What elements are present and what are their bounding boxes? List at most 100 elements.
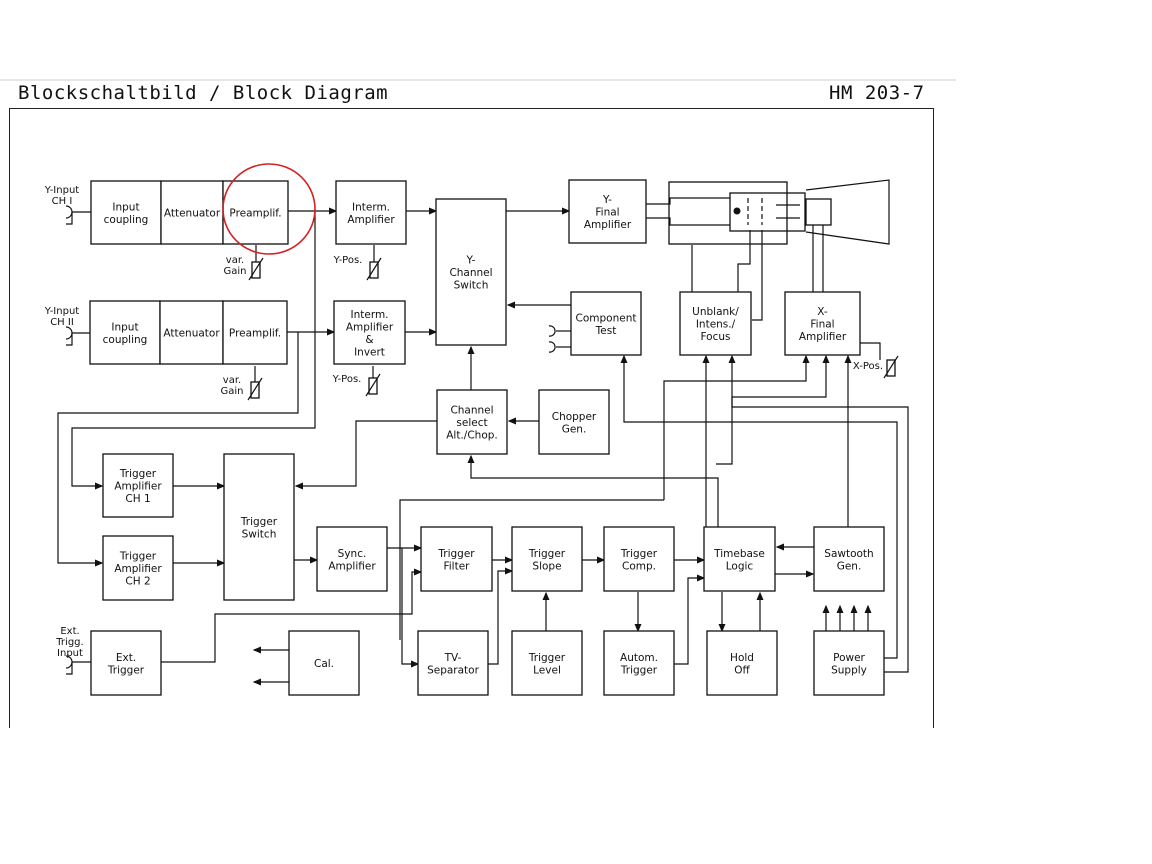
diagram-title: Blockschaltbild / Block Diagram <box>18 82 389 104</box>
block-label: Amplifier <box>114 481 162 493</box>
label-y-pos-2: Y-Pos. <box>332 374 362 385</box>
block-box <box>223 453 295 601</box>
block-label: Comp. <box>622 560 656 572</box>
block-label: Interm. <box>352 201 390 213</box>
block-attenuator-2: Attenuator <box>159 300 224 365</box>
block-label: Gen. <box>837 560 862 572</box>
block-label: Amplifier <box>114 563 162 575</box>
block-label: Amplifier <box>328 560 376 572</box>
block-label: Final <box>810 319 834 331</box>
block-label: Sync. <box>338 548 367 560</box>
label-text: Y-Pos. <box>333 255 363 266</box>
label-text: Y-Input <box>44 185 80 196</box>
block-label: Trigger <box>437 548 475 560</box>
block-label: Preamplif. <box>229 208 281 220</box>
block-label: Switch <box>242 528 277 540</box>
block-label: Trigger <box>528 652 566 664</box>
block-label: Cal. <box>314 658 334 670</box>
block-label: Attenuator <box>164 208 221 220</box>
block-box <box>160 180 224 245</box>
block-box <box>335 180 407 245</box>
block-label: Alt./Chop. <box>446 430 498 442</box>
block-label: Trigger <box>620 664 658 676</box>
top-divider <box>0 79 956 81</box>
block-label: Invert <box>354 346 385 358</box>
block-label: Filter <box>443 560 470 572</box>
block-label: Amplifier <box>799 331 847 343</box>
block-box <box>568 179 647 244</box>
block-box <box>538 389 610 455</box>
signal-wires <box>57 197 909 686</box>
block-ext-trigger: Ext.Trigger <box>90 630 162 696</box>
block-cal: Cal. <box>288 630 360 696</box>
block-label: Trigger <box>119 468 157 480</box>
block-label: Amplifier <box>584 219 632 231</box>
block-label: Supply <box>831 664 867 676</box>
label-text: var. <box>223 375 241 386</box>
crt-tube <box>668 179 890 245</box>
block-box <box>784 291 861 356</box>
highlight-circle <box>222 163 316 255</box>
block-box <box>511 526 583 592</box>
model-number: HM 203-7 <box>829 82 925 104</box>
label-text: X-Pos. <box>853 361 883 372</box>
block-label: Off <box>734 664 750 676</box>
block-interm-amp-1: Interm.Amplifier <box>335 180 407 245</box>
block-box <box>417 630 489 696</box>
block-box <box>316 526 388 592</box>
block-box <box>288 630 360 696</box>
block-label: Trigger <box>528 548 566 560</box>
block-attenuator-1: Attenuator <box>160 180 224 245</box>
block-label: Y- <box>466 255 476 267</box>
block-label: Hold <box>730 652 754 664</box>
block-label: Preamplif. <box>229 328 281 340</box>
potentiometers <box>247 257 899 401</box>
block-sync-amp: Sync.Amplifier <box>316 526 388 592</box>
label-text: Y-Pos. <box>332 374 362 385</box>
block-box <box>679 291 752 356</box>
block-label: Final <box>595 207 619 219</box>
block-box <box>102 535 174 601</box>
block-label: Component <box>576 312 637 324</box>
block-label: Amplifier <box>346 321 394 333</box>
label-y-pos-1: Y-Pos. <box>333 255 363 266</box>
block-label: CH 1 <box>125 493 150 505</box>
label-text: Gain <box>224 266 247 277</box>
block-label: Test <box>595 325 617 337</box>
label-text: Gain <box>221 386 244 397</box>
block-label: Trigger <box>240 516 278 528</box>
block-label: Amplifier <box>347 214 395 226</box>
block-box <box>89 300 161 365</box>
block-box <box>813 526 885 592</box>
label-text: Ext. <box>60 626 79 637</box>
label-text: var. <box>226 255 244 266</box>
label-text: Trigg. <box>55 637 83 648</box>
block-label: Trigger <box>620 548 658 560</box>
block-label: Sawtooth <box>824 548 873 560</box>
block-preamp-2: Preamplif. <box>222 300 288 365</box>
label-x-pos: X-Pos. <box>853 361 883 372</box>
block-box <box>159 300 224 365</box>
block-box <box>222 180 289 245</box>
block-box <box>570 291 642 356</box>
block-unblank: Unblank/Intens./Focus <box>679 291 752 356</box>
block-label: CH 2 <box>125 576 150 588</box>
block-label: Power <box>833 652 865 664</box>
block-label: Interm. <box>350 309 388 321</box>
block-label: Attenuator <box>163 328 220 340</box>
block-tv-separator: TV-Separator <box>417 630 489 696</box>
label-var-gain-1: var.Gain <box>224 255 247 277</box>
